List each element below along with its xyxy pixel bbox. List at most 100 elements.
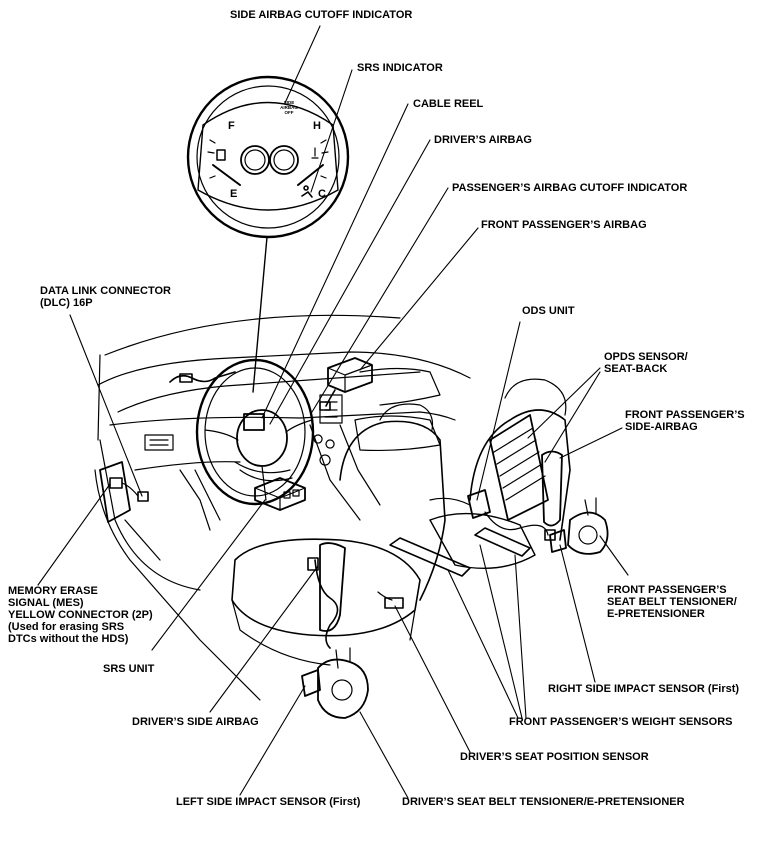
vent-left bbox=[144, 434, 174, 451]
label-ods-unit: ODS UNIT bbox=[522, 305, 575, 317]
label-right-side-impact-sensor: RIGHT SIDE IMPACT SENSOR (First) bbox=[548, 683, 740, 695]
gauge-warning-line-3: OFF bbox=[285, 110, 294, 115]
kick-panel bbox=[179, 469, 221, 531]
leader-srs-indicator bbox=[310, 69, 353, 193]
temperature-icon bbox=[311, 147, 319, 159]
leader-front-pass-airbag bbox=[359, 227, 479, 371]
cable-reel-unit bbox=[243, 413, 265, 431]
gauge-face-outline bbox=[197, 101, 339, 211]
label-left-side-impact-sensor: LEFT SIDE IMPACT SENSOR (First) bbox=[176, 796, 361, 808]
leader-weight-2 bbox=[479, 544, 523, 719]
fuel-needle bbox=[212, 164, 241, 186]
harness-connector bbox=[179, 373, 193, 383]
dash-top bbox=[97, 351, 471, 386]
srs-unit bbox=[254, 477, 306, 511]
airbag-person-icon bbox=[301, 185, 313, 198]
leader-pass-tensioner bbox=[599, 535, 629, 576]
dash-floor bbox=[99, 439, 201, 591]
a-pillar-left bbox=[97, 354, 101, 441]
label-memory-erase-signal-5: DTCs without the HDS) bbox=[8, 633, 129, 645]
leader-driver-tensioner bbox=[359, 711, 409, 799]
windshield-line bbox=[104, 314, 401, 356]
passenger-seat-back bbox=[469, 409, 571, 541]
label-data-link-connector-1: DATA LINK CONNECTOR bbox=[40, 285, 171, 297]
label-front-passengers-seat-belt-tensioner-1: FRONT PASSENGER’S bbox=[607, 584, 727, 596]
dlc-connector bbox=[137, 491, 149, 502]
tensioner-webbing bbox=[335, 647, 351, 669]
dlc-wires bbox=[121, 482, 139, 497]
gauge-tick-marks bbox=[207, 139, 329, 179]
leader-pass-side-airbag bbox=[559, 427, 623, 459]
gauge-temp-cold: C bbox=[318, 188, 326, 200]
dlc-and-mes bbox=[99, 461, 149, 523]
label-drivers-seat-position-sensor: DRIVER’S SEAT POSITION SENSOR bbox=[460, 751, 649, 763]
label-drivers-airbag: DRIVER’S AIRBAG bbox=[434, 134, 532, 146]
seat-position-wire bbox=[377, 591, 393, 601]
dash-upper-edge bbox=[117, 371, 421, 413]
label-data-link-connector-2: (DLC) 16P bbox=[40, 297, 93, 309]
label-front-passengers-seat-belt-tensioner-3: E-PRETENSIONER bbox=[607, 608, 705, 620]
steering-wheel-rim bbox=[195, 358, 315, 506]
driver-seat-side bbox=[231, 599, 416, 666]
leader-drivers-side-airbag bbox=[209, 565, 319, 713]
gauge-text: F E H C SIDE AIRBAG OFF bbox=[228, 100, 326, 200]
driver-headrest bbox=[379, 403, 434, 431]
inset-pointer-line bbox=[252, 236, 268, 393]
mes-yellow-connector bbox=[109, 477, 123, 489]
fuel-pump-icon bbox=[216, 149, 226, 161]
leader-right-impact bbox=[559, 544, 596, 683]
label-srs-indicator: SRS INDICATOR bbox=[357, 62, 443, 74]
center-console bbox=[309, 424, 381, 521]
p-tensioner-webbing bbox=[584, 497, 597, 516]
label-cable-reel: CABLE REEL bbox=[413, 98, 484, 110]
driver-belt-tensioner bbox=[301, 647, 369, 719]
leader-ods-unit bbox=[476, 321, 521, 501]
dashboard bbox=[94, 314, 471, 701]
opds-sensor-grid bbox=[493, 427, 546, 501]
gauge-inner-ring bbox=[196, 85, 340, 229]
driver-seat-back bbox=[339, 420, 446, 601]
weight-sensor-rail-front bbox=[389, 537, 471, 577]
left-impact-sensor bbox=[301, 669, 321, 697]
label-memory-erase-signal-2: SIGNAL (MES) bbox=[8, 597, 84, 609]
p-tensioner-spool bbox=[578, 525, 598, 545]
mes-bracket bbox=[99, 461, 131, 523]
label-memory-erase-signal-3: YELLOW CONNECTOR (2P) bbox=[8, 609, 153, 621]
leader-mes bbox=[37, 483, 111, 586]
console-knobs bbox=[313, 434, 335, 466]
gauge-warning-line-2: AIRBAG bbox=[280, 105, 298, 110]
right-dial bbox=[269, 145, 299, 175]
label-opds-sensor-2: SEAT-BACK bbox=[604, 363, 668, 375]
p-tensioner-body bbox=[567, 511, 609, 555]
leader-dlc bbox=[69, 314, 143, 497]
leader-opds-1 bbox=[527, 367, 601, 439]
gauge-warning-line-1: SIDE bbox=[284, 100, 295, 105]
gauge-outer-ring bbox=[186, 75, 350, 239]
gauge-temp-hot: H bbox=[313, 120, 321, 132]
left-dial bbox=[240, 145, 270, 175]
seat-position-sensor bbox=[384, 597, 404, 609]
tensioner-spool bbox=[331, 679, 353, 701]
leader-opds-2 bbox=[544, 371, 601, 463]
pab-connector bbox=[319, 401, 331, 411]
srs-unit-box bbox=[254, 477, 306, 511]
tensioner-body bbox=[317, 658, 369, 719]
column-cover bbox=[234, 461, 293, 482]
label-memory-erase-signal-1: MEMORY ERASE bbox=[8, 585, 98, 597]
label-front-passengers-airbag: FRONT PASSENGER’S AIRBAG bbox=[481, 219, 647, 231]
gauge-fuel-empty: E bbox=[230, 188, 237, 200]
label-side-airbag-cutoff-indicator: SIDE AIRBAG CUTOFF INDICATOR bbox=[230, 9, 413, 21]
opds-sensor-mat bbox=[489, 414, 549, 521]
label-front-passengers-seat-belt-tensioner-2: SEAT BELT TENSIONER/ bbox=[607, 596, 737, 608]
gauge-fuel-full: F bbox=[228, 120, 235, 132]
drivers-seat bbox=[231, 403, 446, 666]
srs-unit-top bbox=[254, 487, 306, 511]
driver-side-airbag-connector bbox=[307, 557, 319, 571]
srs-unit-connectors bbox=[283, 489, 300, 499]
leader-seat-position bbox=[394, 605, 471, 753]
front-passenger-airbag-module bbox=[319, 357, 373, 411]
weight-sensor-rail-rear bbox=[474, 527, 531, 557]
label-opds-sensor-1: OPDS SENSOR/ bbox=[604, 351, 688, 363]
passenger-seat bbox=[389, 378, 571, 577]
passenger-wiring bbox=[429, 497, 549, 536]
